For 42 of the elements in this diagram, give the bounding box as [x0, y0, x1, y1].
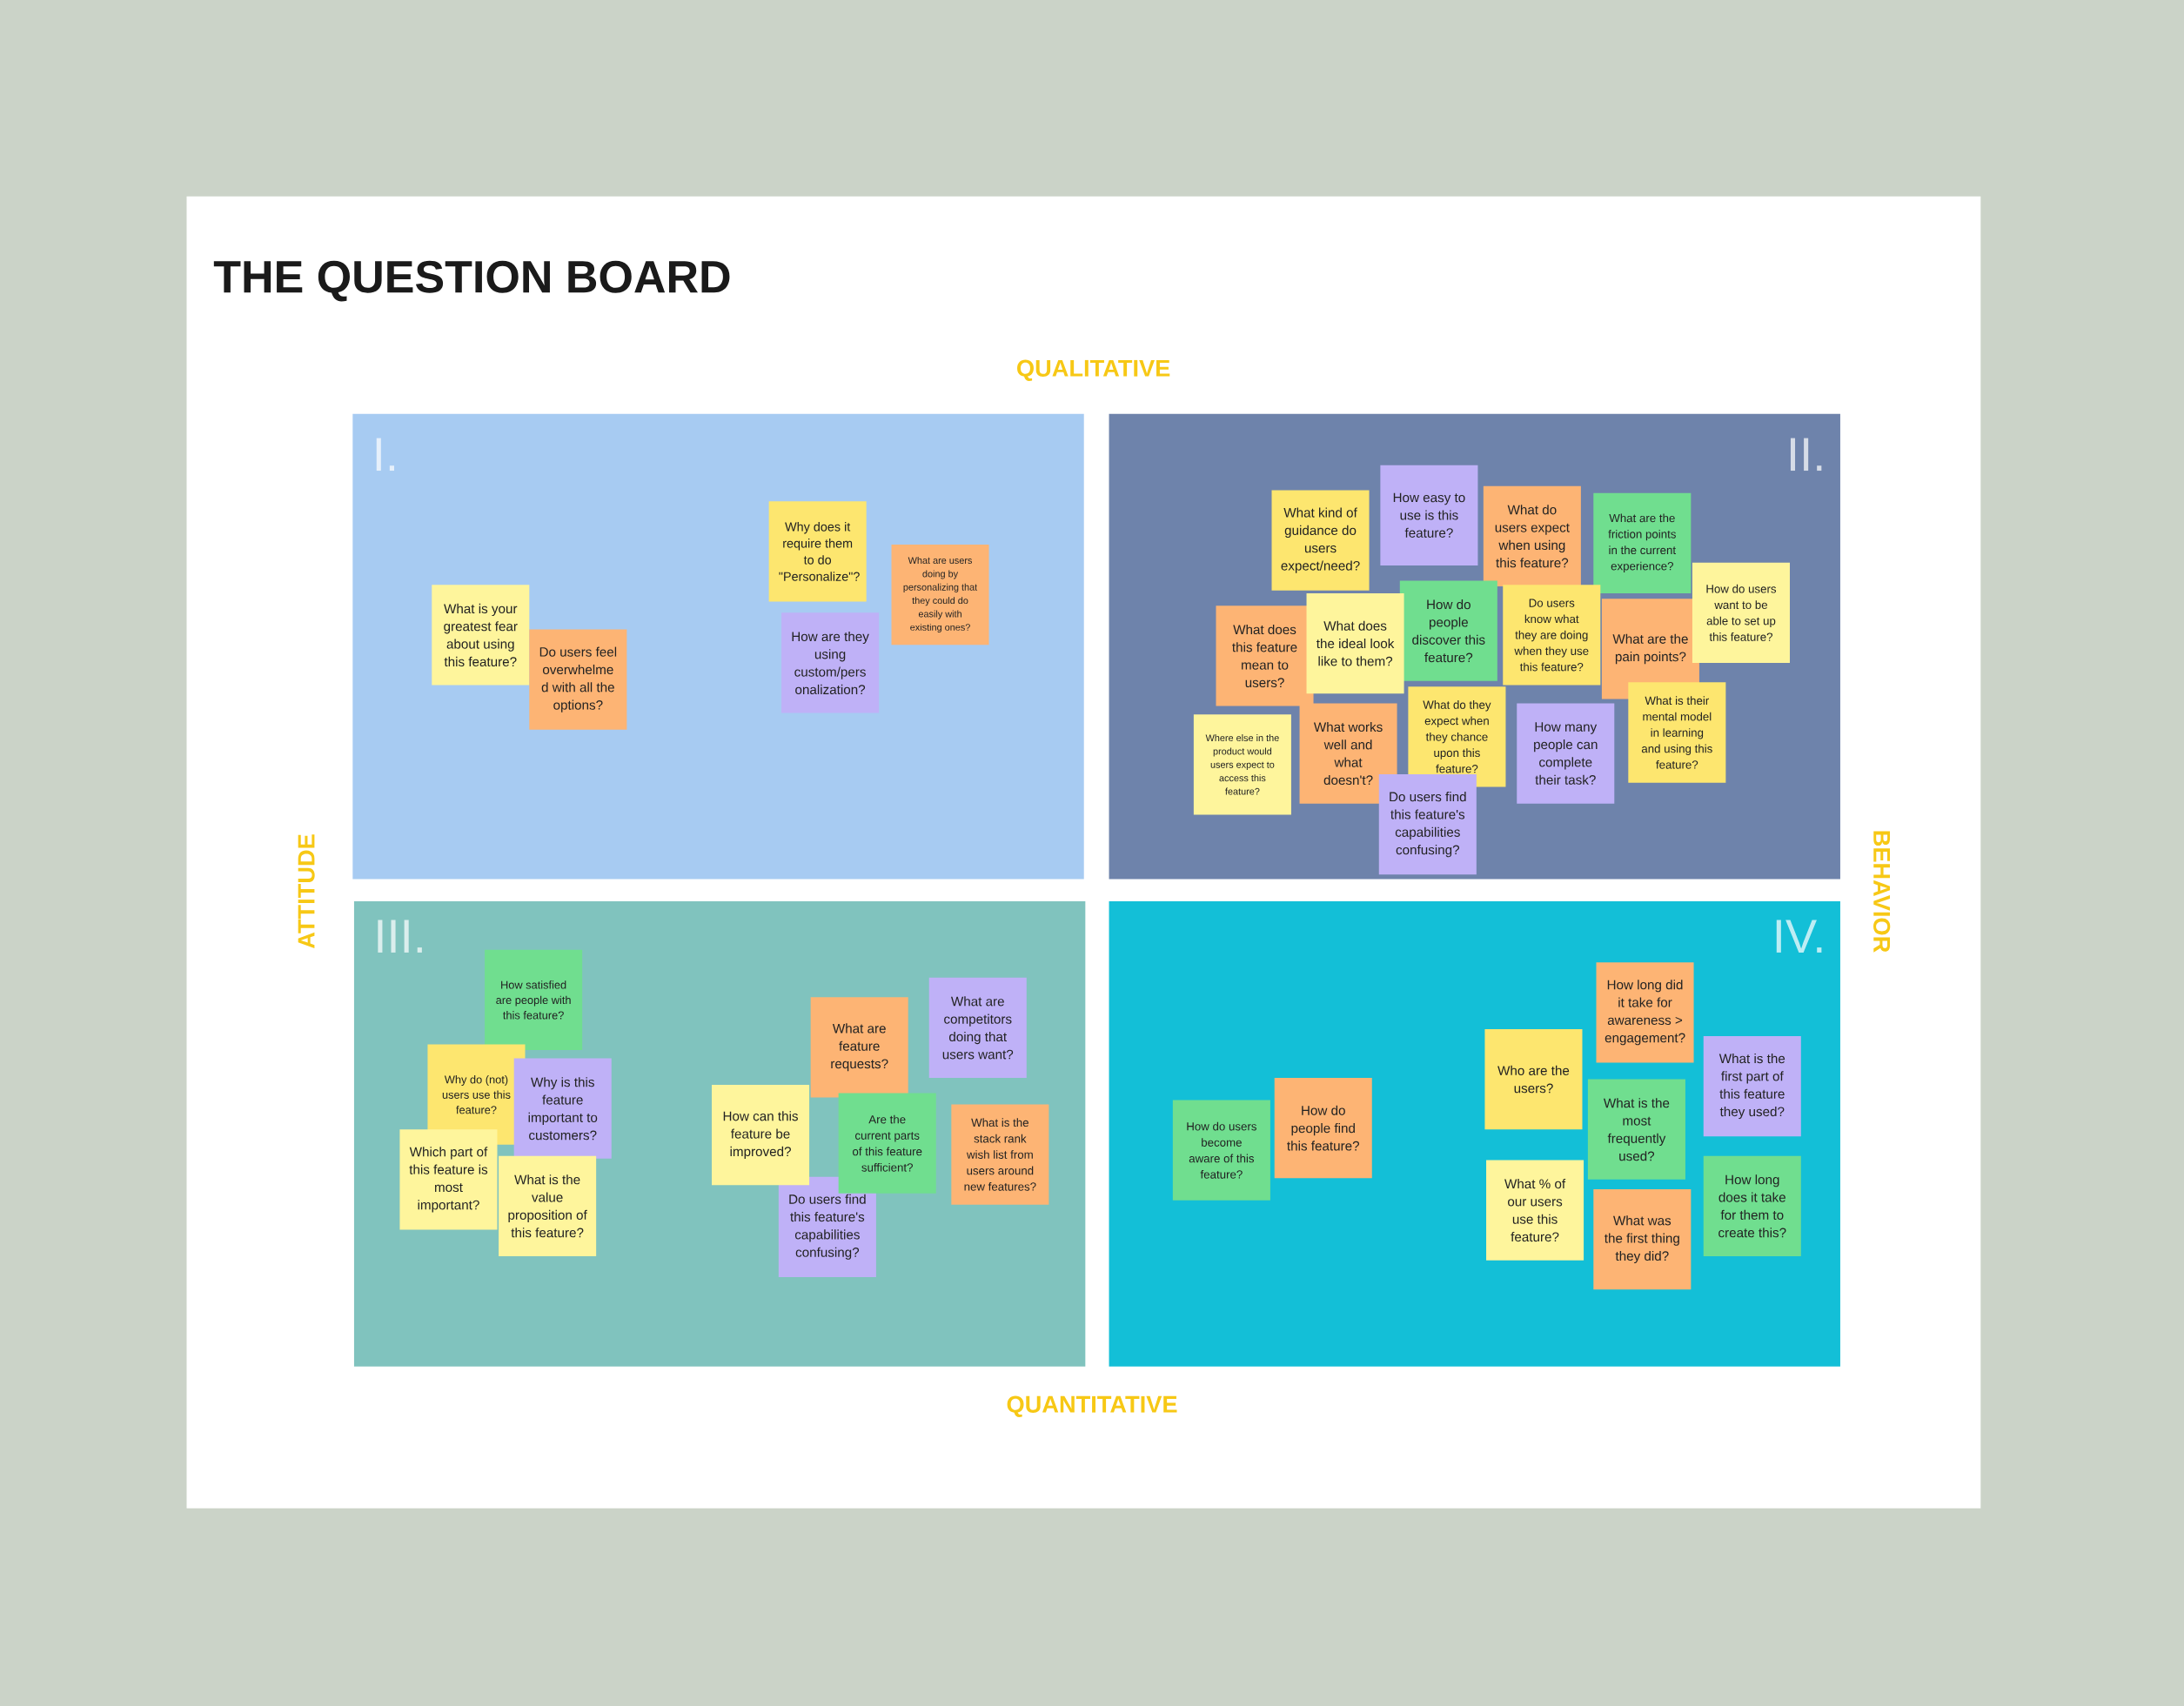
sticky-note: What does the ideal look like to them?: [1306, 592, 1404, 694]
sticky-note: How do people find this feature?: [1274, 1078, 1372, 1179]
sticky-note: How satisfied are people with this feature?: [485, 949, 583, 1050]
sticky-note: What is the most frequently used?: [1587, 1079, 1685, 1180]
sticky-note: What is the stack rank wish list from users around new features?: [951, 1104, 1049, 1205]
sticky-note: What does this feature mean to users?: [1216, 605, 1314, 706]
axis-label: QUANTITATIVE: [1007, 1395, 1177, 1417]
sticky-note: How many people can complete their task?: [1517, 703, 1615, 804]
sticky-note: Where else in the product would users expect to access this feature?: [1193, 714, 1291, 815]
sticky-note: How do people discover this feature?: [1399, 580, 1497, 681]
sticky-note: What are competitors doing that users want?: [928, 977, 1027, 1079]
sticky-note: Do users feel overwhelme d with all the options?: [529, 629, 627, 730]
axis-label: ATTITUDE: [298, 834, 315, 949]
sticky-note: What are the friction points in the current experience?: [1593, 492, 1692, 593]
sticky-note: How do users want to be able to set up this feature?: [1692, 562, 1790, 663]
sticky-note: How long did it take for awareness > engagement?: [1596, 962, 1694, 1063]
sticky-note: What is the value proposition of this feature?: [499, 1155, 597, 1256]
sticky-note: What is their mental model in learning and using this feature?: [1628, 682, 1726, 783]
sticky-note: Who are the users?: [1484, 1029, 1583, 1130]
sticky-note: What kind of guidance do users expect/need?: [1271, 490, 1370, 591]
sticky-note: What are users doing by personalizing that they could do easily with existing ones?: [891, 544, 989, 646]
sticky-note: What do users expect when using this feature?: [1483, 485, 1581, 586]
sticky-note: How long does it take for them to create this?: [1703, 1155, 1801, 1256]
board-title: THE QUESTION BOARD: [213, 260, 730, 302]
sticky-note: How easy to use is this feature?: [1380, 465, 1478, 565]
sticky-note: What are feature requests?: [810, 997, 908, 1098]
axis-label: QUALITATIVE: [1017, 359, 1170, 381]
sticky-note: What is your greatest fear about using this feature?: [432, 585, 530, 686]
sticky-note: Are the current parts of this feature sufficient?: [838, 1093, 936, 1194]
sticky-note: What do they expect when they chance upon this feature?: [1408, 686, 1506, 787]
axis-label: BEHAVIOR: [1873, 831, 1891, 953]
sticky-note: How do users become aware of this feature?: [1172, 1100, 1270, 1201]
sticky-note: What was the first thing they did?: [1593, 1189, 1692, 1290]
sticky-note: Which part of this feature is most important?: [399, 1129, 498, 1230]
sticky-note: What is the first part of this feature they used?: [1703, 1036, 1801, 1137]
sticky-note: Do users know what they are doing when they use this feature?: [1503, 585, 1601, 686]
sticky-note: How can this feature be improved?: [712, 1085, 810, 1186]
sticky-note: Do users find this feature's capabilities confusing?: [1378, 774, 1477, 875]
sticky-note: What % of our users use this feature?: [1486, 1160, 1584, 1261]
sticky-note: How are they using custom/pers onalization?: [781, 612, 880, 713]
sticky-note: Why does it require them to do "Personalize"?: [768, 501, 867, 602]
sticky-note: Why is this feature important to customers?: [513, 1058, 612, 1159]
